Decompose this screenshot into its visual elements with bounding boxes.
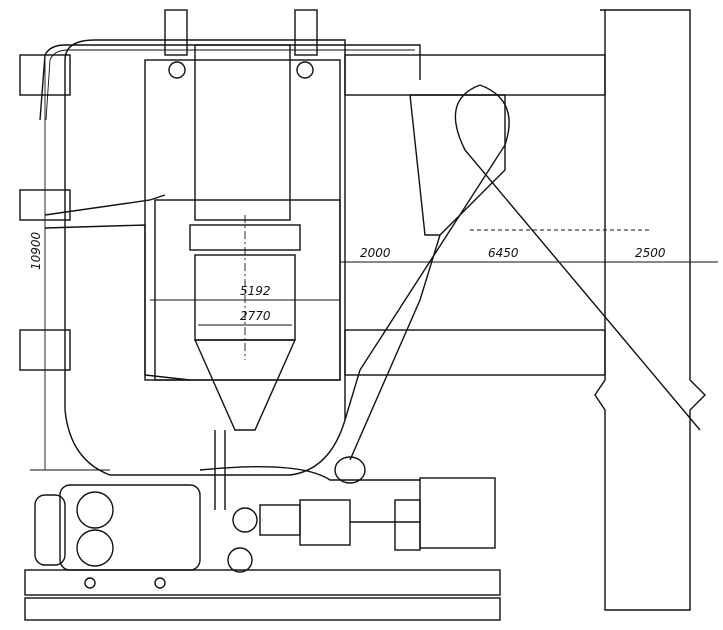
dimension-height: 10900 <box>29 60 110 471</box>
floor-slab <box>24 597 501 621</box>
loop-pipe-b <box>344 84 510 421</box>
separator-tank <box>334 456 366 484</box>
dim-column-label: 2500 <box>635 246 666 260</box>
equipment-base <box>24 569 501 596</box>
dim-wall-gap-label: 2000 <box>360 246 391 260</box>
hopper <box>409 94 506 236</box>
top-pipe-inner <box>45 49 415 121</box>
drain-pipe <box>214 430 226 510</box>
top-flange-left <box>164 9 188 56</box>
vessel-outer <box>154 199 341 381</box>
dimension-horizontal: 2000 6450 2500 <box>340 246 718 263</box>
upper-slab <box>344 54 606 96</box>
feed-pipe <box>349 234 441 461</box>
right-column <box>594 9 706 611</box>
tube-bundle <box>194 44 291 221</box>
loop-pipe-a <box>454 84 701 431</box>
motor <box>34 484 201 589</box>
dim-span-label: 6450 <box>488 246 519 260</box>
return-pipe <box>199 465 420 481</box>
dimension-vessel: 5192 2770 <box>150 284 340 326</box>
top-flange-right <box>294 9 318 56</box>
reactor-shield-body <box>64 39 346 476</box>
middle-slab <box>344 329 606 376</box>
seal-right <box>296 61 314 79</box>
dim-outer-label: 5192 <box>240 284 271 298</box>
pump <box>227 477 496 573</box>
bottom-cone <box>193 339 297 431</box>
seal-left <box>168 61 186 79</box>
side-pipe-2 <box>44 224 191 381</box>
top-pipe <box>39 44 421 121</box>
side-pipe <box>44 194 166 216</box>
dim-height-label: 10900 <box>29 231 43 270</box>
dim-inner-label: 2770 <box>240 309 271 323</box>
